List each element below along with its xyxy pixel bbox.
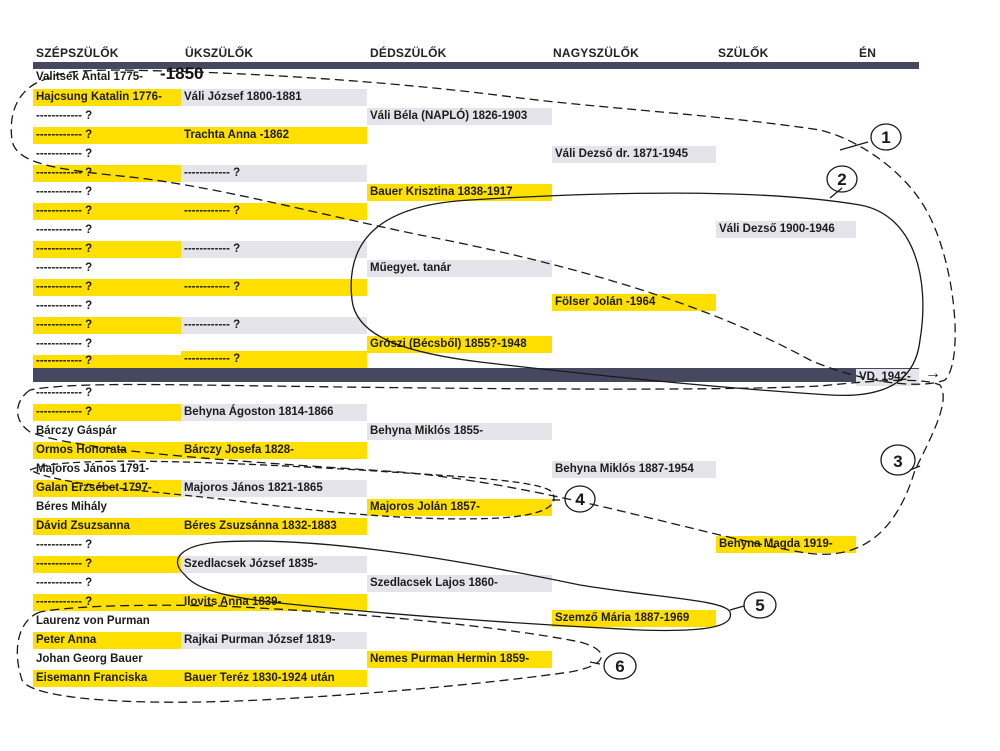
annotation-circle-3 xyxy=(880,444,916,476)
person-cell: Szemző Mária 1887-1969 xyxy=(552,610,716,627)
person-cell: Nemes Purman Hermin 1859- xyxy=(367,651,552,668)
person-cell: Galan Erzsébet 1797- xyxy=(33,480,181,497)
person-cell: ------------ ? xyxy=(181,241,367,258)
annotation-circle-5 xyxy=(743,591,777,619)
person-cell: ------------ ? xyxy=(33,537,181,554)
person-cell: Váli József 1800-1881 xyxy=(181,89,367,106)
person-cell: ------------ ? xyxy=(33,355,181,368)
person-cell: ------------ ? xyxy=(33,260,181,277)
person-cell: Behyna Miklós 1855- xyxy=(367,423,552,440)
person-cell: ------------ ? xyxy=(33,336,181,353)
connector-1 xyxy=(839,141,869,151)
person-cell: Bauer Teréz 1830-1924 után xyxy=(181,670,367,687)
person-cell: ------------ ? xyxy=(33,165,181,182)
person-cell: Johan Georg Bauer xyxy=(33,651,181,668)
person-cell: ------------ ? xyxy=(33,556,181,573)
person-cell: Grószi (Bécsből) 1855?-1948 xyxy=(367,336,552,353)
annotation-number-3: 3 xyxy=(893,452,902,471)
person-cell: Trachta Anna -1862 xyxy=(181,127,367,144)
person-cell: Bárczy Josefa 1828- xyxy=(181,442,367,459)
person-cell: Majoros Jolán 1857- xyxy=(367,499,552,516)
person-cell: Váli Dezső dr. 1871-1945 xyxy=(552,146,716,163)
person-cell: ------------ ? xyxy=(33,404,181,421)
person-cell: Szedlacsek Lajos 1860- xyxy=(367,575,552,592)
annotation-circle-4 xyxy=(564,485,596,513)
person-cell: Laurenz von Purman xyxy=(33,613,181,630)
connector-6 xyxy=(589,661,601,665)
person-cell: ------------ ? xyxy=(181,351,367,368)
person-cell: Peter Anna xyxy=(33,632,181,649)
person-cell: ------------ ? xyxy=(33,317,181,334)
person-cell: Bauer Krisztina 1838-1917 xyxy=(367,184,552,201)
person-cell: Majoros János 1821-1865 xyxy=(181,480,367,497)
person-cell: Rajkai Purman József 1819- xyxy=(181,632,367,649)
header-szepszulok: SZÉPSZÜLŐK xyxy=(36,46,119,60)
person-cell: Majoros János 1791- xyxy=(33,461,181,478)
annotation-loop-4 xyxy=(28,460,555,520)
annotation-circle-1 xyxy=(870,123,902,151)
annotation-number-4: 4 xyxy=(575,490,585,509)
header-nagyszulok: NAGYSZÜLŐK xyxy=(553,46,639,60)
connector-5 xyxy=(729,605,745,611)
person-cell: ------------ ? xyxy=(181,317,367,334)
annotation-number-6: 6 xyxy=(615,657,624,676)
person-cell: Bárczy Gáspár xyxy=(33,423,181,440)
annotation-loop-1 xyxy=(10,69,956,385)
person-cell: Béres Zsuzsánna 1832-1883 xyxy=(181,518,367,535)
annotation-loop-3 xyxy=(16,379,944,555)
person-cell: ------------ ? xyxy=(181,279,367,296)
person-cell: Behyna Miklós 1887-1954 xyxy=(552,461,716,478)
annotation-loop-2 xyxy=(350,192,924,397)
arrow-icon: → xyxy=(925,365,941,382)
person-cell: Váli Dezső 1900-1946 xyxy=(716,221,856,238)
annotation-number-5: 5 xyxy=(755,596,764,615)
person-cell: ------------ ? xyxy=(33,279,181,296)
header-divider xyxy=(33,62,919,69)
person-cell: ------------ ? xyxy=(181,203,367,220)
annotation-loop-6 xyxy=(16,604,602,703)
header-en: ÉN xyxy=(859,46,877,60)
person-cell: ------------ ? xyxy=(33,575,181,592)
person-cell: Hajcsung Katalin 1776- xyxy=(33,89,181,106)
person-cell: ------------ ? xyxy=(33,241,181,258)
annotation-loop-5 xyxy=(176,540,732,632)
annotation-circle-2 xyxy=(826,165,858,193)
header-ukszulok: ÜKSZÜLŐK xyxy=(185,46,254,60)
person-cell: ------------ ? xyxy=(33,385,181,402)
person-cell: ------------ ? xyxy=(33,184,181,201)
person-cell: Dávid Zsuzsanna xyxy=(33,518,181,535)
person-cell: ------------ ? xyxy=(33,298,181,315)
person-cell: Váli Béla (NAPLÓ) 1826-1903 xyxy=(367,108,552,125)
annotation-number-1: 1 xyxy=(881,128,890,147)
annotation-circle-6 xyxy=(603,652,637,680)
person-cell: Eisemann Franciska xyxy=(33,670,181,687)
person-cell: Béres Mihály xyxy=(33,499,181,516)
person-cell: ------------ ? xyxy=(33,146,181,163)
person-cell: Szedlacsek József 1835- xyxy=(181,556,367,573)
person-cell: Fölser Jolán -1964 xyxy=(552,294,716,311)
handwritten-year: -1850 xyxy=(160,64,204,83)
person-cell: Műegyet. tanár xyxy=(367,260,552,277)
person-cell: ------------ ? xyxy=(33,222,181,239)
person-cell: ------------ ? xyxy=(33,203,181,220)
person-cell: Valitsek Antal 1775- xyxy=(33,69,181,86)
annotation-number-2: 2 xyxy=(837,170,846,189)
person-cell: Behyna Ágoston 1814-1866 xyxy=(181,404,367,421)
person-cell: ------------ ? xyxy=(181,165,367,182)
header-szulok: SZÜLŐK xyxy=(718,46,769,60)
connector-2 xyxy=(829,187,843,199)
middle-divider xyxy=(33,368,919,382)
header-dedszulok: DÉDSZÜLŐK xyxy=(370,46,447,60)
person-cell: ------------ ? xyxy=(33,108,181,125)
person-cell: ------------ ? xyxy=(33,127,181,144)
person-cell: ------------ ? xyxy=(33,594,181,611)
